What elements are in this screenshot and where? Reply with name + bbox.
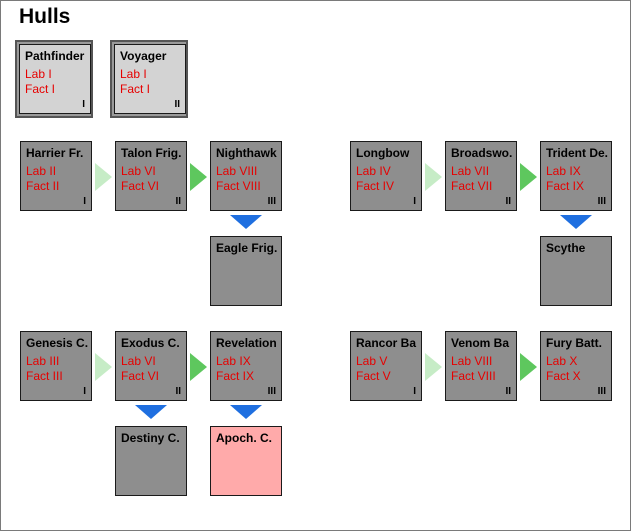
hull-card-voyager[interactable]: Voyager Lab I Fact I II: [114, 44, 186, 114]
factory-requirement: Fact VII: [451, 179, 493, 193]
tier-label: I: [82, 99, 85, 110]
hull-name: Trident De.: [546, 146, 609, 160]
hull-name: Eagle Frig.: [216, 241, 278, 255]
factory-requirement: Fact VI: [121, 369, 160, 383]
hull-card-apoch[interactable]: Apoch. C.: [210, 426, 282, 496]
lab-requirement: Lab IV: [356, 164, 391, 178]
hull-card-longbow[interactable]: Longbow Lab IV Fact IV I: [350, 141, 422, 211]
lab-requirement: Lab VIII: [451, 354, 493, 368]
hull-card-rancor[interactable]: Rancor Ba Lab V Fact V I: [350, 331, 422, 401]
hull-card-revelation[interactable]: Revelation Lab IX Fact IX III: [210, 331, 282, 401]
factory-requirement: Fact IX: [546, 179, 585, 193]
hull-name: Apoch. C.: [216, 431, 272, 445]
hull-card-destiny[interactable]: Destiny C.: [115, 426, 187, 496]
lab-requirement: Lab II: [26, 164, 57, 178]
hull-name: Pathfinder: [25, 49, 85, 63]
hull-card-broadsword[interactable]: Broadswo. Lab VII Fact VII II: [445, 141, 517, 211]
branch-arrow-down-icon: [230, 405, 262, 419]
branch-arrow-down-icon: [230, 215, 262, 229]
hull-card-nighthawk[interactable]: Nighthawk Lab VIII Fact VIII III: [210, 141, 282, 211]
factory-requirement: Fact I: [120, 82, 151, 96]
hull-name: Longbow: [356, 146, 410, 160]
upgrade-arrow-icon: [425, 353, 442, 381]
factory-requirement: Fact X: [546, 369, 581, 383]
lab-requirement: Lab I: [25, 67, 52, 81]
hull-name: Scythe: [546, 241, 586, 255]
tier-label: I: [413, 196, 416, 207]
tier-label: III: [597, 196, 606, 207]
hull-card-talon[interactable]: Talon Frig. Lab VI Fact VI II: [115, 141, 187, 211]
hull-card-trident[interactable]: Trident De. Lab IX Fact IX III: [540, 141, 612, 211]
pathfinder-card-frame: Pathfinder Lab I Fact I I: [15, 40, 93, 118]
lab-requirement: Lab VI: [121, 354, 156, 368]
tier-label: II: [175, 386, 181, 397]
factory-requirement: Fact VIII: [451, 369, 496, 383]
upgrade-arrow-icon: [520, 163, 537, 191]
hull-name: Talon Frig.: [121, 146, 182, 160]
hull-card-venom[interactable]: Venom Ba Lab VIII Fact VIII II: [445, 331, 517, 401]
hull-name: Destiny C.: [121, 431, 180, 445]
tier-label: II: [174, 99, 180, 110]
tier-label: I: [83, 386, 86, 397]
upgrade-arrow-icon: [190, 163, 207, 191]
page-title: Hulls: [19, 5, 71, 28]
tier-label: II: [505, 196, 511, 207]
tier-label: III: [267, 196, 276, 207]
branch-arrow-down-icon: [135, 405, 167, 419]
tier-label: II: [175, 196, 181, 207]
lab-requirement: Lab VI: [121, 164, 156, 178]
tier-label: III: [267, 386, 276, 397]
factory-requirement: Fact VI: [121, 179, 160, 193]
factory-requirement: Fact V: [356, 369, 391, 383]
lab-requirement: Lab VII: [451, 164, 490, 178]
lab-requirement: Lab I: [120, 67, 147, 81]
hull-name: Genesis C.: [26, 336, 89, 350]
factory-requirement: Fact III: [26, 369, 63, 383]
hull-card-pathfinder[interactable]: Pathfinder Lab I Fact I I: [19, 44, 91, 114]
hull-name: Fury Batt.: [546, 336, 603, 350]
hull-card-eagle[interactable]: Eagle Frig.: [210, 236, 282, 306]
voyager-card-frame: Voyager Lab I Fact I II: [110, 40, 188, 118]
hull-card-genesis[interactable]: Genesis C. Lab III Fact III I: [20, 331, 92, 401]
factory-requirement: Fact VIII: [216, 179, 261, 193]
upgrade-arrow-icon: [95, 163, 112, 191]
hull-card-scythe[interactable]: Scythe: [540, 236, 612, 306]
hull-card-exodus[interactable]: Exodus C. Lab VI Fact VI II: [115, 331, 187, 401]
factory-requirement: Fact II: [26, 179, 60, 193]
tier-label: II: [505, 386, 511, 397]
lab-requirement: Lab IX: [216, 354, 251, 368]
hull-name: Venom Ba: [451, 336, 510, 350]
hull-name: Harrier Fr.: [26, 146, 84, 160]
hull-name: Broadswo.: [451, 146, 513, 160]
hull-name: Voyager: [120, 49, 167, 63]
hull-card-fury[interactable]: Fury Batt. Lab X Fact X III: [540, 331, 612, 401]
tier-label: I: [413, 386, 416, 397]
upgrade-arrow-icon: [425, 163, 442, 191]
hull-card-harrier[interactable]: Harrier Fr. Lab II Fact II I: [20, 141, 92, 211]
upgrade-arrow-icon: [190, 353, 207, 381]
tier-label: III: [597, 386, 606, 397]
branch-arrow-down-icon: [560, 215, 592, 229]
lab-requirement: Lab IX: [546, 164, 581, 178]
lab-requirement: Lab X: [546, 354, 578, 368]
hull-name: Nighthawk: [216, 146, 277, 160]
upgrade-arrow-icon: [95, 353, 112, 381]
hull-name: Rancor Ba: [356, 336, 417, 350]
upgrade-arrow-icon: [520, 353, 537, 381]
factory-requirement: Fact IV: [356, 179, 395, 193]
hull-name: Exodus C.: [121, 336, 180, 350]
lab-requirement: Lab III: [26, 354, 60, 368]
hull-name: Revelation: [216, 336, 277, 350]
lab-requirement: Lab VIII: [216, 164, 258, 178]
tier-label: I: [83, 196, 86, 207]
lab-requirement: Lab V: [356, 354, 388, 368]
factory-requirement: Fact IX: [216, 369, 255, 383]
factory-requirement: Fact I: [25, 82, 56, 96]
